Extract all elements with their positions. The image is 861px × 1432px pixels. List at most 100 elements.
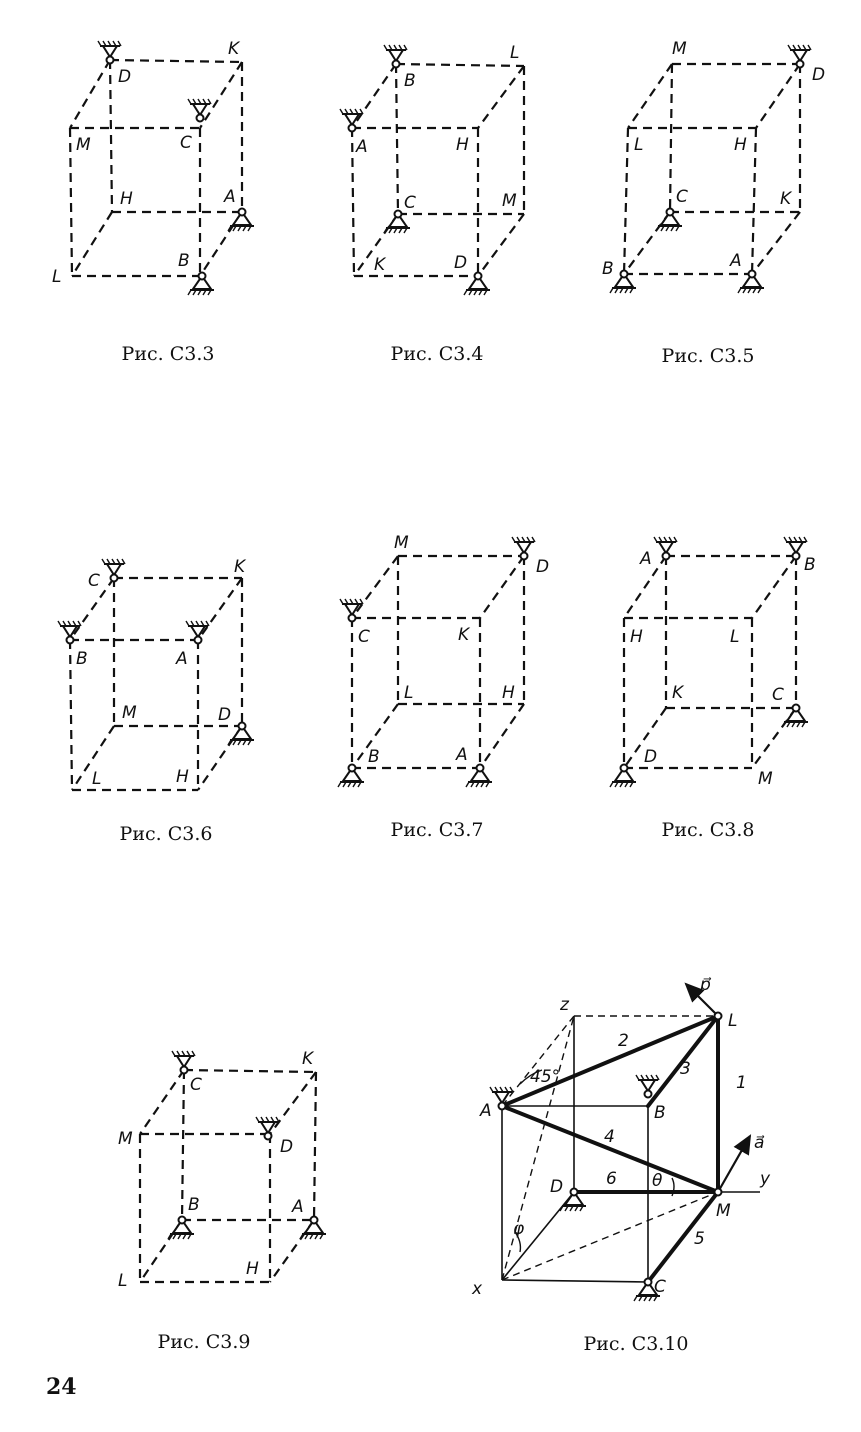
rod-number: 5 (694, 1229, 705, 1249)
rod-2 (500, 1014, 720, 1108)
rod-number: 3 (680, 1059, 691, 1079)
node-label: L (52, 267, 61, 287)
force-label: p⃗ (699, 975, 712, 995)
figure-c3-4-supports (339, 44, 490, 296)
figure-c3-6 (68, 576, 244, 792)
node-label: D (536, 557, 549, 577)
node-label: K (302, 1049, 315, 1069)
page-number: 24 (46, 1374, 77, 1400)
support-icon (635, 1074, 660, 1099)
rod-number: 2 (618, 1031, 629, 1051)
support-icon (737, 269, 764, 294)
node-label: D (454, 253, 467, 273)
figure-c3-3 (68, 58, 244, 278)
support-icon (187, 98, 212, 123)
support-icon (383, 44, 408, 69)
node-label: C (676, 187, 688, 207)
node-label: B (188, 1195, 200, 1215)
node-label: M (672, 39, 687, 59)
figure-caption: Рис. С3.10 (583, 1333, 688, 1355)
support-icon (383, 209, 410, 234)
node-label: M (394, 533, 409, 553)
support-icon (227, 721, 254, 746)
figure-caption: Рис. С3.9 (158, 1331, 251, 1353)
node-label: H (176, 767, 189, 787)
node-label: C (180, 133, 192, 153)
node-label: C (190, 1075, 202, 1095)
node-label: H (502, 683, 515, 703)
node-label: D (218, 705, 231, 725)
node-label: B (368, 747, 380, 767)
rod-3 (646, 1014, 720, 1108)
node-label: M (118, 1129, 133, 1149)
force-a-arrow (717, 1134, 752, 1193)
figure-c3-7-supports (337, 536, 536, 788)
figure-c3-9-supports (167, 1050, 326, 1240)
node-label: L (634, 135, 643, 155)
figure-c3-5 (622, 62, 802, 276)
angle-45-arc (519, 1069, 543, 1085)
figure-c3-4-labels: B L A H C M K D (355, 43, 519, 275)
force-label: a⃗ (754, 1133, 765, 1153)
node-label: D (280, 1137, 293, 1157)
support-icon (227, 207, 254, 232)
node-label: H (120, 189, 133, 209)
node-label: B (404, 71, 416, 91)
node-label: K (374, 255, 387, 275)
figure-c3-8 (622, 554, 798, 770)
node-label: B (178, 251, 190, 271)
figure-c3-9-labels: C K M D B A L H (118, 1049, 315, 1291)
node-label: B (602, 259, 614, 279)
rod-number: 1 (736, 1073, 747, 1093)
support-icon (511, 536, 536, 561)
support-icon (609, 763, 636, 788)
node-label: A (455, 745, 468, 765)
figure-caption: Рис. С3.8 (662, 819, 755, 841)
support-icon (171, 1050, 196, 1075)
figure-c3-5-labels: M D L H C K B A (602, 39, 825, 279)
node-label: Н (630, 627, 643, 647)
node-label: C (404, 193, 416, 213)
node-label: D (550, 1177, 563, 1197)
figure-c3-7 (350, 554, 526, 770)
figure-c3-10-labels: z L p⃗ A B a⃗ D M y x C φ θ 45° 1 2 3 4 … (471, 975, 771, 1299)
support-icon (337, 763, 364, 788)
node-label: K (234, 557, 247, 577)
rod-number: 6 (606, 1169, 617, 1189)
node-label: L (730, 627, 739, 647)
support-icon (609, 269, 636, 294)
node-label: B (76, 649, 88, 669)
angle-theta-arc (671, 1177, 675, 1197)
support-icon (339, 598, 364, 623)
node-label: A (223, 187, 236, 207)
figure-c3-3-supports (97, 40, 254, 296)
figure-c3-3-labels: D K M C H A L B (52, 39, 241, 287)
node-label: H (456, 135, 469, 155)
node-label: D (644, 747, 657, 767)
support-icon (185, 620, 210, 645)
rod-4 (500, 1104, 720, 1194)
node-label: L (728, 1011, 737, 1031)
figure-c3-8-labels: A B Н L K C D M (630, 549, 816, 789)
node-label: A (729, 251, 742, 271)
angle-label: φ (513, 1219, 525, 1239)
support-icon (655, 207, 682, 232)
node-label: K (780, 189, 793, 209)
node-label: C (358, 627, 370, 647)
support-icon (255, 1116, 280, 1141)
node-label: M (122, 703, 137, 723)
node-label: A (175, 649, 188, 669)
figure-c3-7-labels: M D C K L H B A (358, 533, 549, 767)
figure-c3-5-supports (609, 44, 812, 294)
hinge-icon (713, 1187, 723, 1197)
support-icon (101, 558, 126, 583)
support-icon (653, 536, 678, 561)
node-label: D (118, 67, 131, 87)
figure-caption: Рис. С3.6 (120, 823, 213, 845)
node-label: D (812, 65, 825, 85)
node-label: C (654, 1277, 666, 1297)
figure-caption: Рис. С3.4 (391, 343, 484, 365)
node-label: L (404, 683, 413, 703)
support-icon (463, 271, 490, 296)
